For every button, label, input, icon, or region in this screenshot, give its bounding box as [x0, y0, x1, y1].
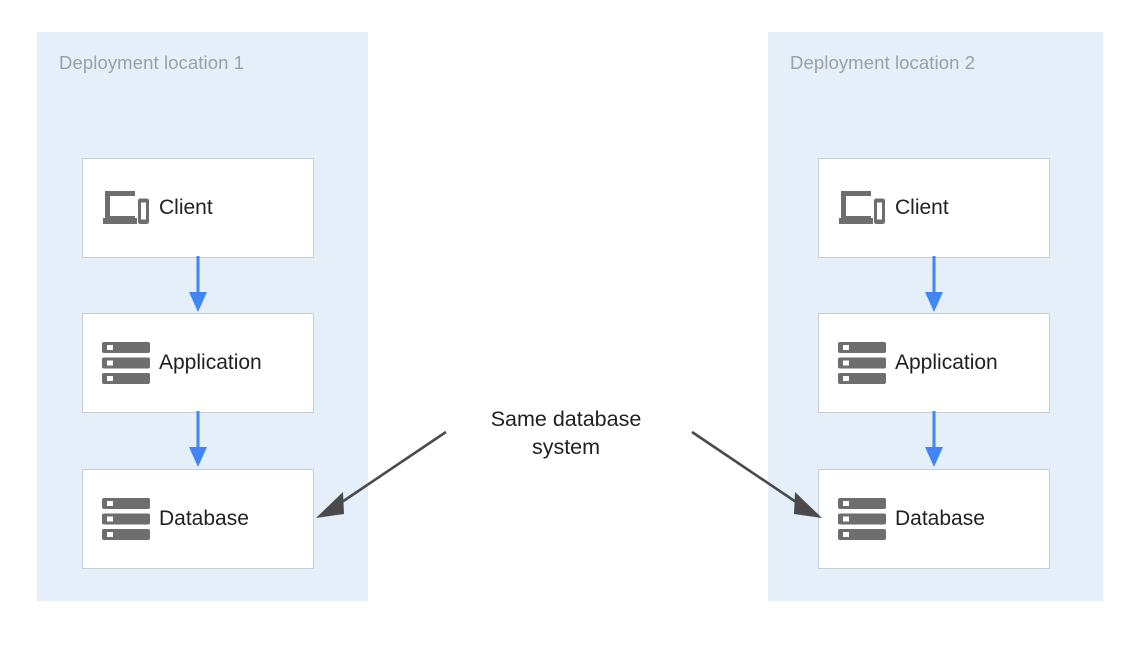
- node-application-1-label: Application: [159, 351, 262, 374]
- flow-arrow-application-to-database-2: [923, 411, 945, 469]
- callout-arrow-to-database-2: [688, 428, 828, 524]
- flow-arrow-client-to-application-1: [187, 256, 209, 314]
- node-database-1-label: Database: [159, 507, 249, 530]
- node-database-1[interactable]: Database: [82, 469, 314, 569]
- node-client-2-label: Client: [895, 196, 949, 219]
- annotation-line-1: Same database: [490, 407, 642, 431]
- node-client-1[interactable]: Client: [82, 158, 314, 258]
- callout-arrow-to-database-1: [310, 428, 450, 524]
- server-icon: [833, 341, 891, 385]
- node-application-2[interactable]: Application: [818, 313, 1050, 413]
- node-application-2-label: Application: [895, 351, 998, 374]
- deployment-zone-2-title: Deployment location 2: [790, 52, 976, 73]
- flow-arrow-client-to-application-2: [923, 256, 945, 314]
- node-client-2[interactable]: Client: [818, 158, 1050, 258]
- flow-arrow-application-to-database-1: [187, 411, 209, 469]
- annotation-line-2: system: [531, 435, 601, 460]
- node-application-1[interactable]: Application: [82, 313, 314, 413]
- server-icon: [97, 497, 155, 541]
- server-icon: [97, 341, 155, 385]
- node-database-2-label: Database: [895, 507, 985, 530]
- devices-icon: [833, 189, 891, 227]
- node-database-2[interactable]: Database: [818, 469, 1050, 569]
- server-icon: [833, 497, 891, 541]
- deployment-zone-1-title: Deployment location 1: [59, 52, 245, 73]
- devices-icon: [97, 189, 155, 227]
- annotation-same-database-system: Same database system: [442, 405, 690, 462]
- node-client-1-label: Client: [159, 196, 213, 219]
